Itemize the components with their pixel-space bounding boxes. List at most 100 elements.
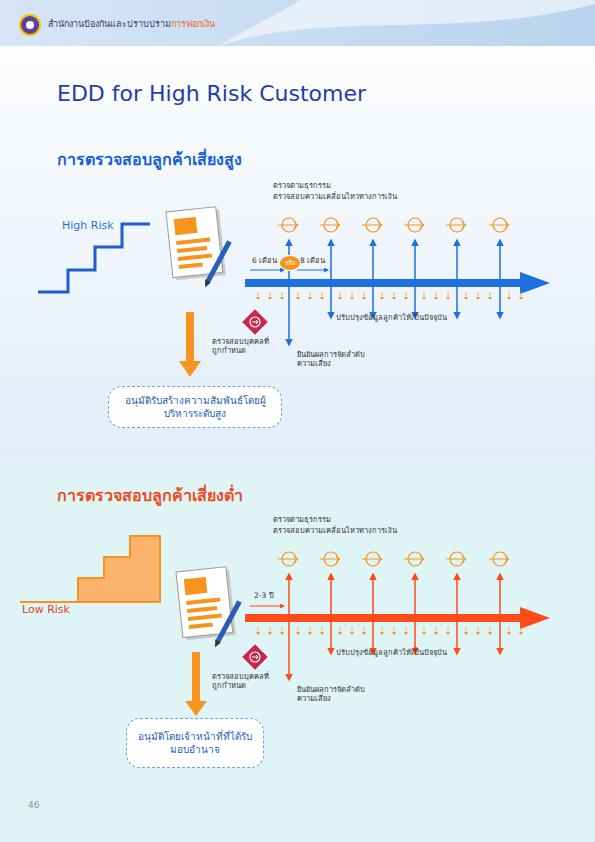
review-arrow <box>499 240 501 318</box>
monitor-symbol <box>489 218 509 232</box>
text-label: High Risk <box>62 219 114 233</box>
monitor-symbol <box>320 218 340 232</box>
review-arrow <box>414 574 416 654</box>
small-arrow <box>476 292 480 300</box>
small-arrow <box>320 292 324 300</box>
review-arrow <box>288 574 290 680</box>
logo-center <box>26 21 34 29</box>
or-badge-ellipse <box>280 256 301 271</box>
small-arrow <box>422 627 426 635</box>
period-arrow <box>250 606 284 607</box>
review-arrow <box>330 240 332 318</box>
small-arrow <box>256 292 260 300</box>
screening-icon <box>242 309 267 334</box>
monitor-symbol <box>446 552 466 566</box>
text-label: สำนักงานป้องกันและปราบปราม <box>48 19 171 30</box>
small-arrow <box>507 627 511 635</box>
small-arrow <box>404 292 408 300</box>
bottom-band <box>0 462 595 842</box>
small-arrow <box>392 627 396 635</box>
small-arrow <box>507 292 511 300</box>
header-swoosh <box>220 0 595 46</box>
monitor-symbol <box>404 218 424 232</box>
document-icon <box>166 206 234 291</box>
monitor-symbol <box>362 552 382 566</box>
logo <box>20 15 40 35</box>
review-arrow <box>372 574 374 654</box>
small-arrow <box>268 292 272 300</box>
down-arrow-head <box>185 701 207 716</box>
small-arrow <box>446 627 450 635</box>
approval-box: อนุมัติรับสร้างความสัมพันธ์โดยผู้บริหารร… <box>108 386 282 428</box>
review-arrow <box>372 240 374 318</box>
text-label: 46 <box>28 800 39 811</box>
small-arrow <box>296 292 300 300</box>
small-arrow <box>434 292 438 300</box>
small-arrow <box>519 627 523 635</box>
small-arrow <box>464 292 468 300</box>
text-label: Low Risk <box>22 603 70 617</box>
text-label: ตรวจสอบความเคลื่อนไหวทางการเงิน <box>273 526 397 535</box>
or-badge: หรือ <box>279 255 301 271</box>
small-arrow <box>296 627 300 635</box>
small-arrow <box>392 292 396 300</box>
small-arrow <box>308 292 312 300</box>
small-arrow <box>464 627 468 635</box>
review-arrow <box>456 240 458 318</box>
small-arrow <box>308 627 312 635</box>
text-label: ตรวจตามธุรกรรม <box>273 181 331 190</box>
low-risk-base <box>20 601 78 603</box>
text-label: ตรวจตามธุรกรรม <box>273 515 331 524</box>
document-icon <box>176 566 244 651</box>
monitor-symbol <box>320 552 340 566</box>
section-heading: การตรวจสอบลูกค้าเสี่ยงต่ำ <box>57 486 243 506</box>
review-arrow <box>414 240 416 318</box>
text-label: การฟอกเงิน <box>171 19 215 30</box>
small-arrow <box>268 627 272 635</box>
text-label: ตรวจสอบบุคคลที่ถูกกำหนด <box>212 672 276 691</box>
top-band <box>0 0 595 462</box>
small-arrow <box>338 627 342 635</box>
small-arrow <box>362 627 366 635</box>
small-arrow <box>434 627 438 635</box>
small-arrow <box>256 627 260 635</box>
down-arrow-head <box>179 361 201 377</box>
timeline-arrow <box>245 607 550 629</box>
text-label: ตรวจสอบบุคคลที่ถูกกำหนด <box>212 337 276 356</box>
timeline-arrow <box>245 272 550 294</box>
approval-box: อนุมัติโดยเจ้าหน้าที่ที่ได้รับมอบอำนาจ <box>126 718 264 768</box>
page-title: EDD for High Risk Customer <box>57 80 366 108</box>
down-arrow <box>192 652 200 702</box>
small-arrow <box>280 627 284 635</box>
text-label: ปรับปรุงข้อมูลลูกค้าให้เป็นปัจจุบัน <box>336 648 447 657</box>
small-arrow <box>446 292 450 300</box>
monitor-symbol <box>278 552 298 566</box>
down-arrow <box>186 312 194 362</box>
text-label: 6 เดือน <box>252 256 277 265</box>
small-arrow <box>404 627 408 635</box>
high-risk-stairs <box>38 224 150 292</box>
small-arrow <box>350 292 354 300</box>
small-arrow <box>380 627 384 635</box>
section-heading: การตรวจสอบลูกค้าเสี่ยงสูง <box>57 150 242 170</box>
period-arrow <box>250 270 284 271</box>
small-arrow <box>422 292 426 300</box>
text-label: 2-3 ปี <box>254 591 274 600</box>
monitor-symbol <box>278 218 298 232</box>
period-arrow <box>297 270 328 271</box>
text-label: ยืนยันผลการจัดลำดับความเสี่ยง <box>297 685 377 704</box>
review-arrow <box>499 574 501 654</box>
text-label: ปรับปรุงข้อมูลลูกค้าให้เป็นปัจจุบัน <box>336 313 447 322</box>
review-arrow <box>330 574 332 654</box>
node-text: อนุมัติรับสร้างความสัมพันธ์โดยผู้บริหารร… <box>119 394 271 420</box>
small-arrow <box>280 292 284 300</box>
small-arrow <box>320 627 324 635</box>
header-bar <box>0 0 595 46</box>
text-label: ยืนยันผลการจัดลำดับความเสี่ยง <box>297 350 377 369</box>
text-label: 8 เดือน <box>300 256 325 265</box>
small-arrow <box>350 627 354 635</box>
small-arrow <box>362 292 366 300</box>
